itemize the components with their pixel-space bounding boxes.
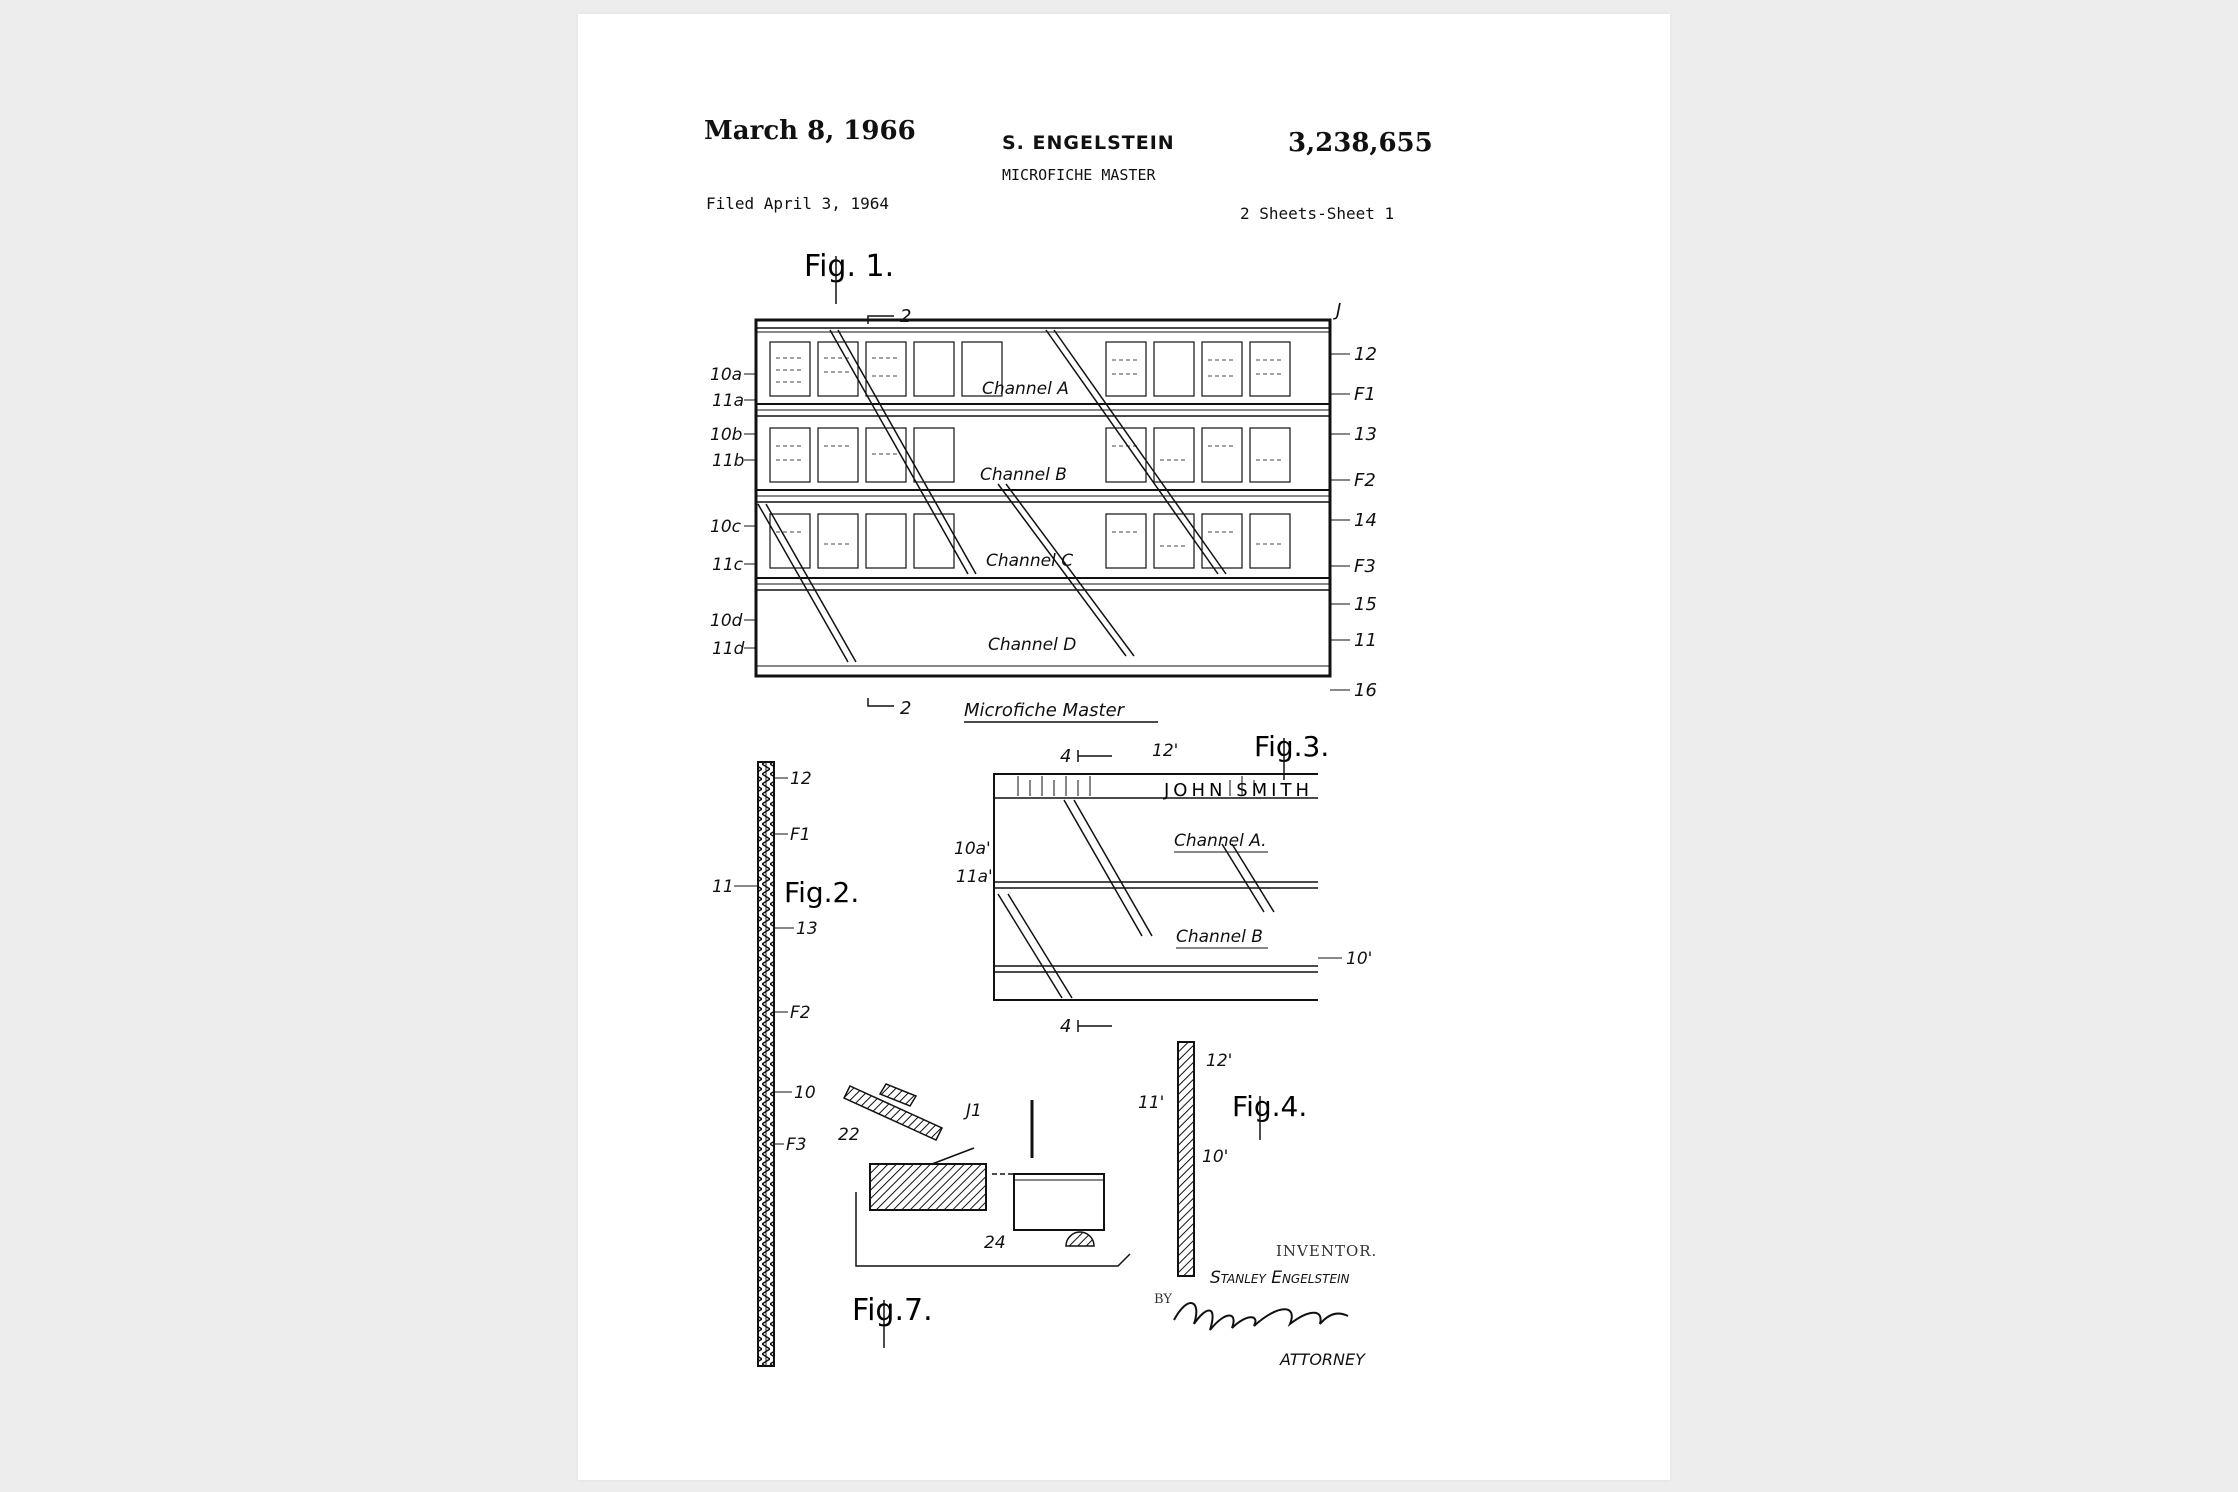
fig2-label: Fig.2. — [784, 876, 859, 909]
figure-4: Fig.4. 12' 11' 10' — [1138, 1041, 1307, 1277]
ref-11b: 11b — [712, 451, 744, 471]
fig2-ref-f1: F1 — [790, 825, 811, 845]
section-mark-2-bottom: 2 — [900, 698, 911, 719]
fig2-ref-11: 11 — [712, 877, 734, 897]
figure-1: Fig. 1. — [710, 249, 1377, 723]
fig2-ref-f2: F2 — [790, 1003, 811, 1023]
by-label: BY — [1154, 1292, 1172, 1307]
patent-number: 3,238,655 — [1288, 128, 1433, 158]
fig1-caption: Microfiche Master — [964, 700, 1126, 721]
name-strip: JOHN SMITH — [1163, 780, 1313, 801]
fig3-label: Fig.3. — [1254, 730, 1329, 763]
patent-date: March 8, 1966 — [704, 116, 916, 146]
fig2-ref-12: 12 — [790, 769, 812, 789]
section-mark-4-top: 4 — [1060, 746, 1071, 767]
ref-11: 11 — [1354, 630, 1377, 651]
fig2-ref-13: 13 — [796, 919, 818, 939]
ref-j: J — [1333, 300, 1341, 321]
patent-title: MICROFICHE MASTER — [1002, 166, 1156, 184]
fig2-ref-10: 10 — [794, 1083, 816, 1103]
fig3-ref-11ap: 11a' — [956, 867, 993, 887]
fig3-channel-a: Channel A. — [1174, 831, 1267, 851]
fig2-ref-f3: F3 — [786, 1135, 807, 1155]
ref-14: 14 — [1354, 510, 1377, 531]
fig7-label: Fig.7. — [852, 1293, 933, 1328]
fig3-ref-12p: 12' — [1152, 741, 1178, 761]
ref-10d: 10d — [710, 611, 743, 631]
fig1-label: Fig. 1. — [804, 249, 894, 284]
fig4-ref-12p: 12' — [1206, 1051, 1232, 1071]
ref-11c: 11c — [712, 555, 744, 575]
ref-10c: 10c — [710, 517, 742, 537]
ref-11d: 11d — [712, 639, 745, 659]
fig7-ref-24: 24 — [984, 1233, 1006, 1253]
ref-12: 12 — [1354, 344, 1377, 365]
figure-2: Fig.2. 12 F1 11 13 F2 10 F3 — [712, 761, 859, 1367]
fig1-channel-d: Channel D — [988, 635, 1076, 655]
section-mark-2-top: 2 — [900, 306, 911, 327]
fig3-ref-10p: 10' — [1346, 949, 1372, 969]
section-mark-4-bottom: 4 — [1060, 1016, 1071, 1037]
fig7-ref-22: 22 — [838, 1125, 860, 1145]
fig1-channel-c: Channel C — [986, 551, 1073, 571]
ref-10a: 10a — [710, 365, 742, 385]
ref-13: 13 — [1354, 424, 1377, 445]
ref-f1: F1 — [1354, 384, 1376, 405]
fig4-label: Fig.4. — [1232, 1090, 1307, 1123]
patent-drawing: Fig. 1. — [710, 249, 1377, 1367]
filed-date: Filed April 3, 1964 — [706, 194, 890, 213]
ref-11a: 11a — [712, 391, 744, 411]
fig3-channel-b: Channel B — [1176, 927, 1263, 947]
ref-16: 16 — [1354, 680, 1377, 701]
fiche-frames — [769, 341, 1291, 569]
sheet-count: 2 Sheets-Sheet 1 — [1240, 204, 1395, 223]
attorney-label: ATTORNEY — [1280, 1350, 1365, 1369]
ref-f3: F3 — [1354, 556, 1376, 577]
ref-f2: F2 — [1354, 470, 1376, 491]
ref-15: 15 — [1354, 594, 1377, 615]
fig4-ref-11p: 11' — [1138, 1093, 1164, 1113]
fig7-ref-j1: J1 — [963, 1101, 982, 1121]
fig4-ref-10p: 10' — [1202, 1147, 1228, 1167]
fig1-channel-a: Channel A — [982, 379, 1069, 399]
inventor-name: Stanley Engelstein — [1210, 1268, 1350, 1288]
fig1-channel-b: Channel B — [980, 465, 1067, 485]
fig3-ref-10ap: 10a' — [954, 839, 991, 859]
patent-sheet: March 8, 1966 S. ENGELSTEIN 3,238,655 MI… — [578, 14, 1670, 1480]
inventor-label: INVENTOR. — [1276, 1242, 1378, 1260]
ref-10b: 10b — [710, 425, 742, 445]
figure-7: Fig.7. J1 22 24 — [838, 1083, 1131, 1348]
attorney-signature — [1173, 1302, 1349, 1331]
inventor-header: S. ENGELSTEIN — [1002, 132, 1175, 154]
figure-3: Fig.3. JOHN SMITH — [954, 730, 1372, 1037]
